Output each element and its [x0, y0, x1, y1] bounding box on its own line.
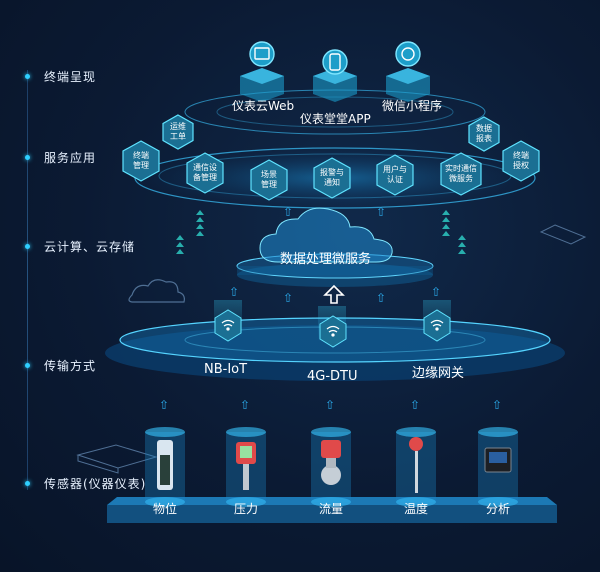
hexagon-icon	[162, 114, 194, 150]
hexagon-icon	[468, 116, 500, 152]
hexagon-icon	[502, 140, 540, 182]
hexagon-icon	[186, 152, 224, 194]
transport-4g-dtu: 4G-DTU	[307, 369, 358, 384]
sensor-level: 物位	[152, 502, 177, 516]
up-arrow-icon: ⇧	[229, 285, 240, 299]
transport-nb-iot: NB-IoT	[204, 362, 248, 377]
layer-dot	[25, 481, 30, 486]
up-arrow-icon: ⇧	[492, 398, 503, 412]
transport-edge-gateway: 边缘网关	[412, 366, 465, 381]
layer-dot	[25, 244, 30, 249]
presentation-web: 仪表云Web	[232, 99, 295, 113]
layer-label-service: 服务应用	[44, 151, 97, 165]
presentation-mini-program: 微信小程序	[382, 99, 443, 113]
up-arrow-icon: ⇧	[240, 398, 251, 412]
service-scene-mgmt: 场景 管理	[250, 159, 288, 201]
up-arrow-icon: ⇧	[376, 291, 387, 305]
hexagon-icon	[250, 159, 288, 201]
up-arrow-icon: ⇧	[325, 398, 336, 412]
service-ops-ticket: 运维 工单	[162, 114, 194, 150]
layer-label-sensor: 传感器(仪器仪表)	[44, 477, 147, 491]
sensor-analysis: 分析	[485, 502, 510, 516]
layer-axis-line	[27, 70, 28, 490]
presentation-app: 仪表堂堂APP	[300, 112, 371, 126]
up-arrow-icon: ⇧	[431, 285, 442, 299]
hexagon-icon	[376, 154, 414, 196]
up-arrow-icon: ⇧	[159, 398, 170, 412]
layer-label-cloud: 云计算、云存储	[44, 240, 136, 254]
layer-dot	[25, 74, 30, 79]
service-user-auth: 用户与 认证	[376, 154, 414, 196]
sensor-temperature: 温度	[403, 502, 428, 516]
hexagon-icon	[313, 157, 351, 199]
service-terminal-mgmt: 终端 管理	[122, 140, 160, 182]
layer-label-presentation: 终端呈现	[44, 70, 97, 84]
up-arrow-icon: ⇧	[283, 205, 294, 219]
hexagon-icon	[122, 140, 160, 182]
cloud-service-label: 数据处理微服务	[280, 252, 372, 267]
service-terminal-auth: 终端 授权	[502, 140, 540, 182]
service-data-report: 数据 报表	[468, 116, 500, 152]
service-alarm-notify: 报警与 通知	[313, 157, 351, 199]
sensor-pressure: 压力	[233, 502, 258, 516]
up-arrow-icon: ⇧	[410, 398, 421, 412]
sensor-flow: 流量	[318, 502, 343, 516]
layer-dot	[25, 363, 30, 368]
up-arrow-icon: ⇧	[376, 205, 387, 219]
layer-label-transport: 传输方式	[44, 359, 97, 373]
layer-dot	[25, 155, 30, 160]
hexagon-icon	[440, 152, 482, 196]
service-realtime-comm: 实时通信 微服务	[440, 152, 482, 196]
up-arrow-icon: ⇧	[283, 291, 294, 305]
service-comm-device-mgmt: 通信设 备管理	[186, 152, 224, 194]
